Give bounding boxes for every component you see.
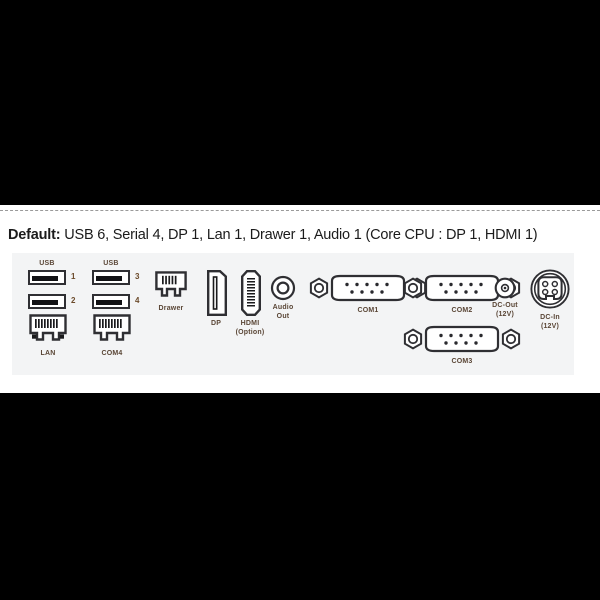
usb-group-label-2: USB	[103, 260, 119, 267]
page-title: Default: USB 6, Serial 4, DP 1, Lan 1, D…	[8, 227, 538, 243]
hdmi-port[interactable]: HDMI (Option)	[236, 269, 264, 336]
dashed-divider	[0, 210, 600, 211]
rj45-icon	[93, 314, 131, 341]
usb-port-2[interactable]	[28, 294, 66, 309]
lan-label: LAN	[40, 350, 56, 357]
barrel-jack-icon	[494, 277, 516, 299]
lan-led-left	[32, 334, 37, 339]
hex-screw-icon	[403, 328, 423, 350]
usb-port-3-index: 3	[135, 272, 140, 281]
audio-out-label-line1: Audio	[272, 304, 294, 311]
displayport-icon	[207, 270, 227, 316]
dsub9-icon	[424, 325, 500, 353]
hdmi-icon	[241, 270, 261, 316]
dc-out-label-line2: (12V)	[495, 311, 515, 318]
dc-in-label-line1: DC-In	[540, 314, 560, 321]
usb-group-label-1: USB	[39, 260, 55, 267]
hex-screw-icon	[309, 277, 329, 299]
audio-jack-icon	[270, 275, 296, 301]
dsub9-icon	[424, 274, 500, 302]
drawer-port[interactable]: Drawer	[154, 270, 188, 312]
dc-out-port[interactable]: DC-Out (12V)	[492, 277, 518, 318]
com1-label: COM1	[357, 307, 379, 314]
rj11-icon	[155, 271, 187, 297]
drawer-label: Drawer	[158, 305, 184, 312]
rj45-icon	[29, 314, 67, 341]
audio-out-label-line2: Out	[276, 313, 290, 320]
com2-label: COM2	[451, 307, 473, 314]
hdmi-label-line1: HDMI	[240, 320, 260, 327]
default-spec-text: USB 6, Serial 4, DP 1, Lan 1, Drawer 1, …	[60, 227, 538, 243]
din4-connector-icon	[530, 269, 570, 309]
usb-port-2-index: 2	[71, 296, 76, 305]
usb-port-3[interactable]	[92, 270, 130, 285]
dc-in-port[interactable]: DC-In (12V)	[530, 269, 570, 330]
dc-in-label-line2: (12V)	[540, 323, 560, 330]
hdmi-label-line2: (Option)	[235, 329, 265, 336]
default-label: Default:	[8, 227, 61, 243]
dsub9-icon	[330, 274, 406, 302]
com3-label: COM3	[451, 358, 473, 365]
dc-out-label-line1: DC-Out	[492, 302, 518, 309]
com4-label: COM4	[101, 350, 123, 357]
dp-port[interactable]: DP	[206, 269, 228, 327]
usb-port-4[interactable]	[92, 294, 130, 309]
audio-out-port[interactable]: Audio Out	[270, 275, 296, 320]
io-panel-diagram: USB 1 2 USB 3 4	[12, 253, 574, 375]
usb-port-1[interactable]	[28, 270, 66, 285]
usb-port-4-index: 4	[135, 296, 140, 305]
hex-screw-icon	[501, 328, 521, 350]
lan-led-right	[59, 334, 64, 339]
lan-port[interactable]: LAN	[28, 313, 68, 357]
dp-label: DP	[210, 320, 222, 327]
usb-port-1-index: 1	[71, 272, 76, 281]
content-band: Default: USB 6, Serial 4, DP 1, Lan 1, D…	[0, 205, 600, 393]
hex-screw-icon	[403, 277, 423, 299]
com4-port[interactable]: COM4	[92, 313, 132, 357]
